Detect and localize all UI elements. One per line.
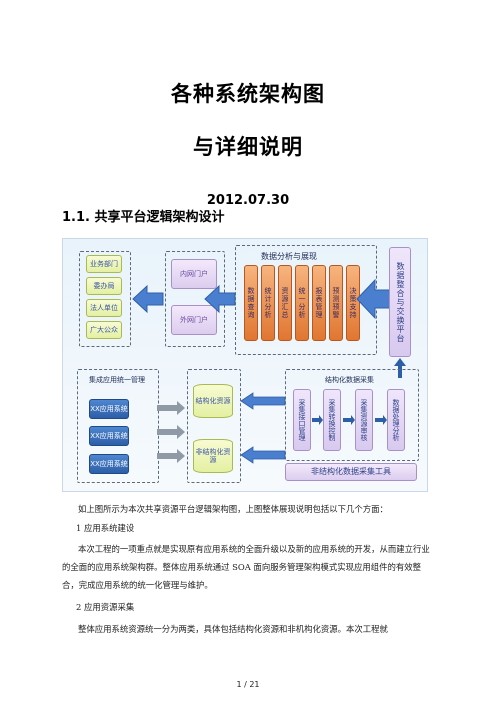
user-box-4: 广大公众 bbox=[86, 321, 122, 339]
document-title-line2: 与详细说明 bbox=[193, 135, 303, 159]
arrow-right-icon bbox=[157, 401, 185, 463]
apps-group bbox=[77, 369, 159, 483]
analysis-item-4: 统一分析 bbox=[295, 265, 309, 341]
collect-item-4: 数据处理分析 bbox=[387, 389, 405, 451]
arrow-up-icon bbox=[394, 358, 406, 378]
analysis-item-7: 决策支持 bbox=[346, 265, 360, 341]
list-item-1: 1 应用系统建设 bbox=[76, 523, 135, 533]
exchange-platform: 数据整合与交换平台 bbox=[389, 247, 411, 357]
user-box-3: 法人单位 bbox=[86, 299, 122, 317]
portal-intranet: 内网门户 bbox=[171, 259, 217, 289]
unstructured-resource: 非结构化资源 bbox=[193, 439, 233, 473]
paragraph-3: 整体应用系统资源统一分为两类，具体包括结构化资源和非机构化资源。本次工程就 bbox=[78, 624, 388, 634]
resources-group bbox=[187, 369, 241, 483]
document-title-line1: 各种系统架构图 bbox=[171, 82, 325, 106]
list-item-2: 2 应用资源采集 bbox=[76, 602, 135, 612]
apps-group-title: 集成应用统一管理 bbox=[89, 376, 145, 384]
analysis-item-1: 数据查询 bbox=[244, 265, 258, 341]
analysis-item-2: 统计分析 bbox=[261, 265, 275, 341]
collect-item-3: 采集资源审核 bbox=[355, 389, 373, 451]
analysis-item-6: 预测预警 bbox=[329, 265, 343, 341]
structured-resource: 结构化资源 bbox=[193, 384, 233, 418]
section-heading: 1.1. 共享平台逻辑架构设计 bbox=[62, 210, 225, 225]
structured-collection-title: 结构化数据采集 bbox=[325, 376, 374, 384]
collect-item-2: 采集转换控制 bbox=[323, 389, 341, 451]
document-date: 2012.07.30 bbox=[206, 193, 290, 208]
structured-collection-group bbox=[285, 369, 419, 461]
collect-item-1: 采集接口管理 bbox=[293, 389, 311, 451]
analysis-item-5: 报表管理 bbox=[312, 265, 326, 341]
unstructured-collection-tool: 非结构化数据采集工具 bbox=[285, 463, 417, 481]
portal-extranet: 外网门户 bbox=[171, 305, 217, 335]
app-system-1: XX应用系统 bbox=[89, 399, 129, 419]
page-number: 1 / 21 bbox=[236, 680, 260, 689]
users-group bbox=[79, 251, 131, 347]
app-system-2: XX应用系统 bbox=[89, 426, 129, 446]
user-box-2: 委办局 bbox=[86, 277, 122, 295]
paragraph-2: 本次工程的一项重点就是实现原有应用系统的全面升级以及新的应用系统的开发，从而建立… bbox=[62, 544, 430, 590]
architecture-diagram: 业务部门 委办局 法人单位 广大公众 内网门户 外网门户 数据分析与展现 数据查… bbox=[62, 238, 428, 492]
arrow-left-icon bbox=[240, 446, 286, 464]
paragraph-1: 如上图所示为本次共享资源平台逻辑架构图，上图整体展现说明包括以下几个方面： bbox=[78, 504, 388, 514]
arrow-left-icon bbox=[356, 278, 392, 320]
arrow-left-icon bbox=[132, 284, 164, 314]
arrow-right-icon bbox=[312, 415, 387, 425]
user-box-1: 业务部门 bbox=[86, 255, 122, 273]
analysis-item-3: 资源汇总 bbox=[278, 265, 292, 341]
arrow-left-icon bbox=[240, 392, 286, 410]
arrow-left-icon bbox=[204, 284, 236, 314]
app-system-3: XX应用系统 bbox=[89, 454, 129, 474]
analysis-title: 数据分析与展现 bbox=[261, 252, 317, 261]
